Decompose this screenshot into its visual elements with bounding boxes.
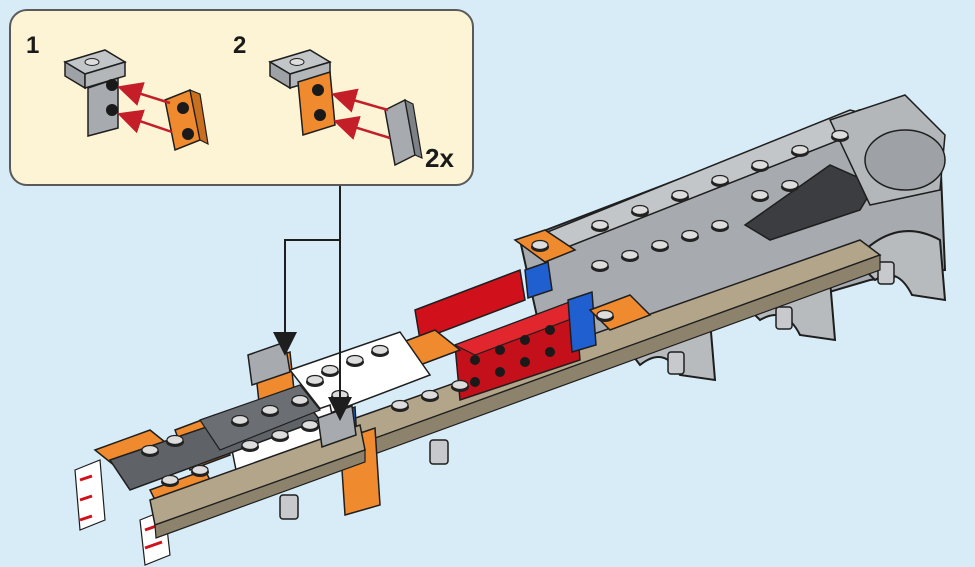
step-2-illustration xyxy=(268,49,423,167)
red-bricks xyxy=(414,268,597,402)
front-axles xyxy=(279,439,449,520)
tan-front-plate xyxy=(149,424,366,539)
step-2-number: 2 xyxy=(233,32,247,59)
step-1-number: 1 xyxy=(26,32,40,59)
step-2-multiplier: 2x xyxy=(425,143,454,173)
step-1-illustration xyxy=(63,49,209,152)
pointer-arrows xyxy=(273,186,352,421)
chassis-assembly xyxy=(74,94,947,566)
